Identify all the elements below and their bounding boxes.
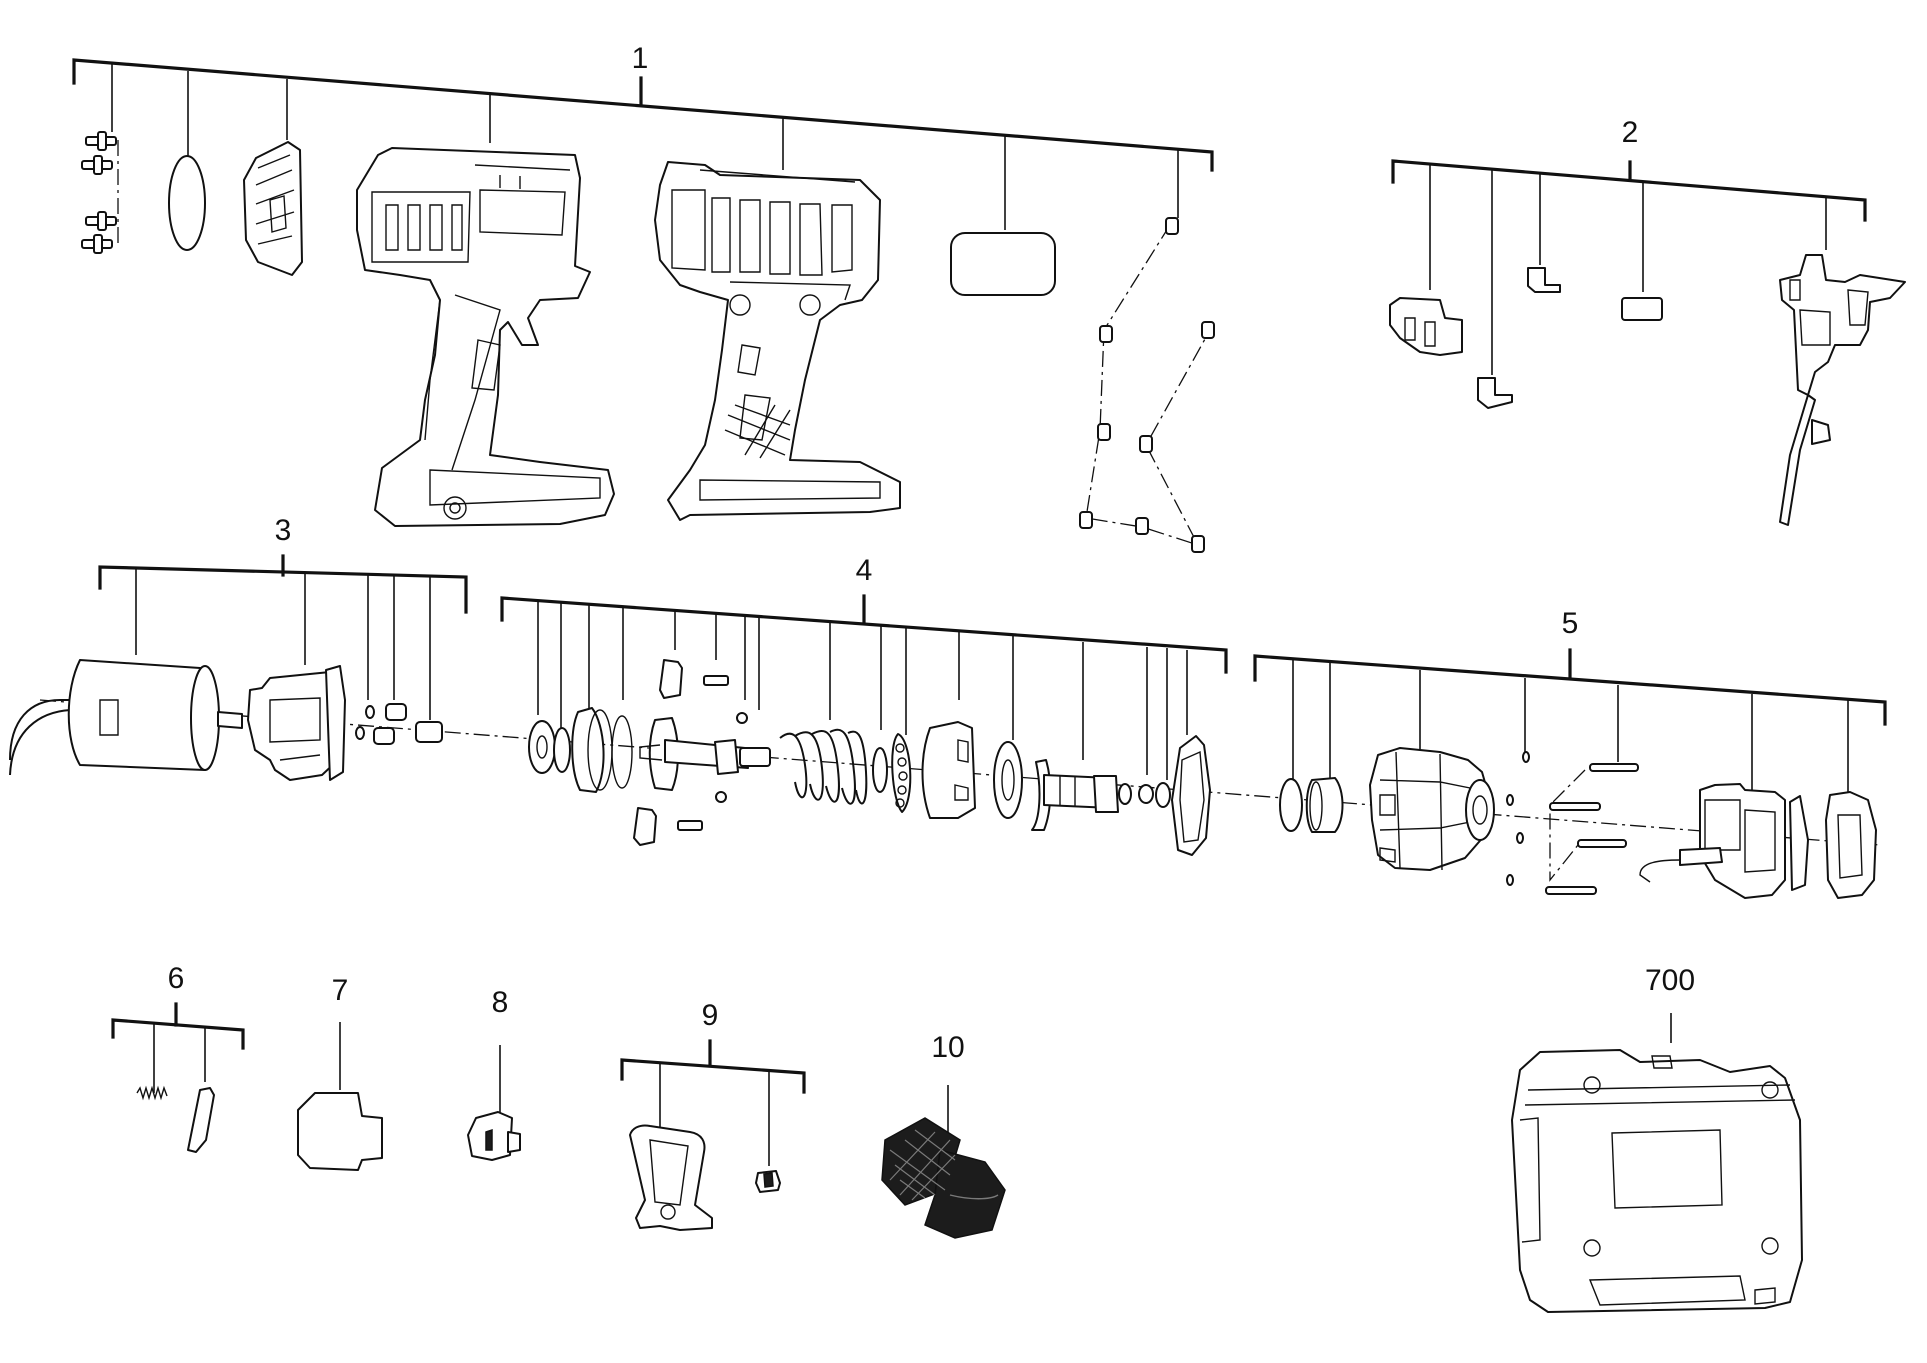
- assembly-7: 7: [297, 974, 383, 1171]
- left-housing-half: [356, 147, 615, 527]
- contact-clip-large: [1477, 377, 1513, 409]
- anvil: [1031, 759, 1132, 831]
- callout-label-5: 5: [1562, 607, 1579, 640]
- callout-label-3: 3: [275, 514, 292, 547]
- steel-balls: [872, 733, 912, 813]
- assembly-10: 10: [881, 1031, 1006, 1239]
- belt-clip-screw: [755, 1170, 781, 1193]
- callout-label-9: 9: [702, 999, 719, 1032]
- forward-reverse-button: [467, 1111, 521, 1161]
- assembly-4: 4: [500, 554, 1228, 856]
- battery-latch: [187, 1087, 215, 1153]
- carrying-case: [1511, 1049, 1803, 1313]
- anvil-washers: [1138, 782, 1171, 808]
- callout-label-2: 2: [1622, 116, 1639, 149]
- led-lamp-holder: [1639, 783, 1809, 899]
- front-retaining-ring: [1279, 778, 1303, 832]
- hammer: [921, 721, 976, 819]
- assembly-2: 2: [1389, 116, 1906, 526]
- front-lens-cap: [1825, 791, 1877, 899]
- latch-spring: [136, 1085, 168, 1101]
- callout-label-1: 1: [632, 42, 649, 75]
- planet-carrier-spindle: [639, 717, 771, 791]
- assembly-8: 8: [467, 986, 521, 1161]
- front-bushing: [1305, 777, 1344, 833]
- gearbox-gasket: [1171, 735, 1211, 856]
- round-label-disc: [168, 155, 206, 251]
- bracket-4: [500, 594, 1228, 780]
- bracket-3: [98, 554, 468, 720]
- housing-screws-left: [81, 131, 119, 254]
- belt-clip: [629, 1124, 713, 1231]
- warning-label: [297, 1092, 383, 1171]
- callout-label-7: 7: [332, 974, 349, 1007]
- contact-clip-small: [1527, 267, 1561, 293]
- housing-screws-right: [1079, 217, 1215, 553]
- rating-label-sticker: [950, 232, 1056, 296]
- planet-gears: [633, 659, 748, 846]
- right-housing-half: [654, 161, 901, 521]
- bracket-1: [72, 58, 1214, 230]
- bracket-5: [1253, 648, 1887, 805]
- bracket-6: [111, 1002, 245, 1093]
- assembly-1: 1: [72, 42, 1215, 553]
- callout-label-700: 700: [1645, 964, 1695, 997]
- gear-case: [1369, 747, 1495, 871]
- assembly-3: 3: [9, 514, 1881, 846]
- hammer-washer: [993, 741, 1023, 819]
- assembly-9: 9: [620, 999, 806, 1231]
- ring-gear-parts: [528, 707, 633, 793]
- bracket-2: [1391, 159, 1867, 375]
- hammer-spring: [779, 728, 868, 805]
- callout-label-6: 6: [168, 962, 185, 995]
- switch-cover: [1389, 297, 1463, 356]
- callout-label-4: 4: [856, 554, 873, 587]
- assembly-6: 6: [111, 962, 245, 1153]
- switch-spacer: [1621, 297, 1663, 321]
- callout-label-10: 10: [931, 1031, 964, 1064]
- motor-end-plate: [247, 665, 346, 781]
- gear-case-screws: [1506, 751, 1639, 895]
- rear-end-cap: [243, 141, 303, 276]
- quick-change-chuck: [881, 1117, 1006, 1239]
- trigger-switch: [1779, 254, 1906, 526]
- motor-small-parts: [355, 703, 443, 745]
- assembly-5: 5: [1253, 607, 1887, 899]
- assembly-700: 700: [1511, 964, 1803, 1313]
- bracket-9: [620, 1039, 806, 1166]
- motor: [9, 659, 243, 776]
- callout-label-8: 8: [492, 986, 509, 1019]
